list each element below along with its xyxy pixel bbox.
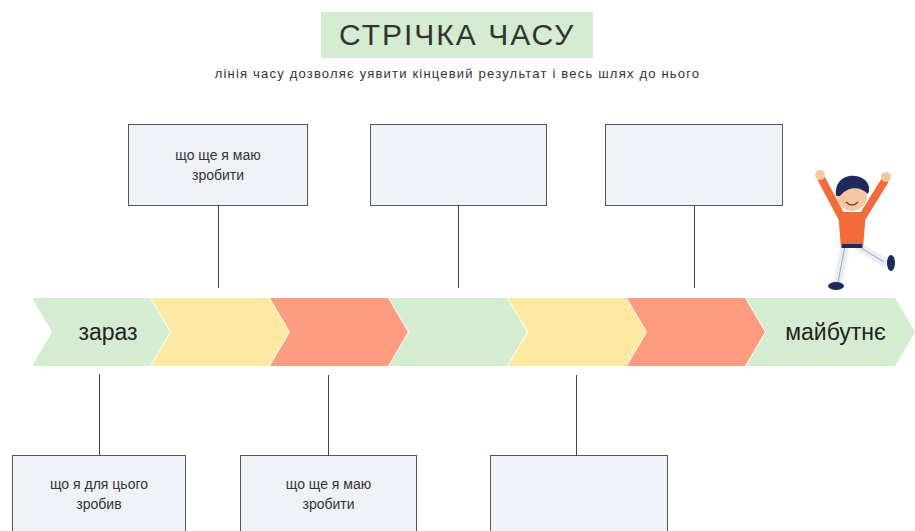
- timeline-box: що ще я маю зробити: [128, 124, 308, 206]
- child-leg-outline: [838, 246, 884, 282]
- leader-line: [458, 206, 459, 288]
- child-belt: [842, 244, 862, 248]
- child-hand: [881, 172, 891, 182]
- node-text: що я для цього зробив: [43, 474, 155, 514]
- child-figure: [815, 170, 895, 290]
- empty-box: [371, 125, 547, 206]
- child-hand: [815, 170, 825, 180]
- node-text: що ще я маю зробити: [162, 145, 274, 185]
- empty-boxes: [371, 125, 783, 531]
- child-hair: [836, 176, 869, 196]
- child-shoe: [887, 255, 895, 271]
- node-text: майбутнє: [785, 319, 886, 346]
- leader-lines: [219, 206, 695, 455]
- leader-line: [218, 206, 219, 288]
- leader-line: [328, 375, 329, 455]
- node-text: що ще я маю зробити: [273, 474, 385, 514]
- timeline-chevron: [627, 298, 765, 366]
- timeline-chevron: [270, 298, 408, 366]
- subtitle: лінія часу дозволяє уявити кінцевий резу…: [0, 66, 915, 81]
- child-smile: [846, 202, 858, 205]
- leader-line: [694, 206, 695, 288]
- chevron-fill: [32, 298, 170, 366]
- timeline-box: що я для цього зробив: [12, 455, 186, 531]
- empty-box: [606, 125, 783, 206]
- child-shoe: [828, 282, 844, 290]
- timeline-chevron: [508, 298, 646, 366]
- leader-line: [576, 375, 577, 455]
- timeline-chevron: [389, 298, 527, 366]
- child-shirt: [838, 212, 866, 248]
- title-banner: СТРІЧКА ЧАСУ: [321, 12, 593, 58]
- timeline-chevron: майбутнє: [746, 298, 915, 366]
- leader-line: [99, 374, 100, 455]
- node-text: зараз: [78, 319, 137, 346]
- timeline-chevron: зараз: [32, 298, 170, 366]
- timeline-chevron: [151, 298, 289, 366]
- timeline-band: [151, 298, 765, 366]
- chevron-fill: [746, 298, 915, 366]
- timeline-box: що ще я маю зробити: [240, 455, 417, 531]
- empty-box: [491, 456, 668, 531]
